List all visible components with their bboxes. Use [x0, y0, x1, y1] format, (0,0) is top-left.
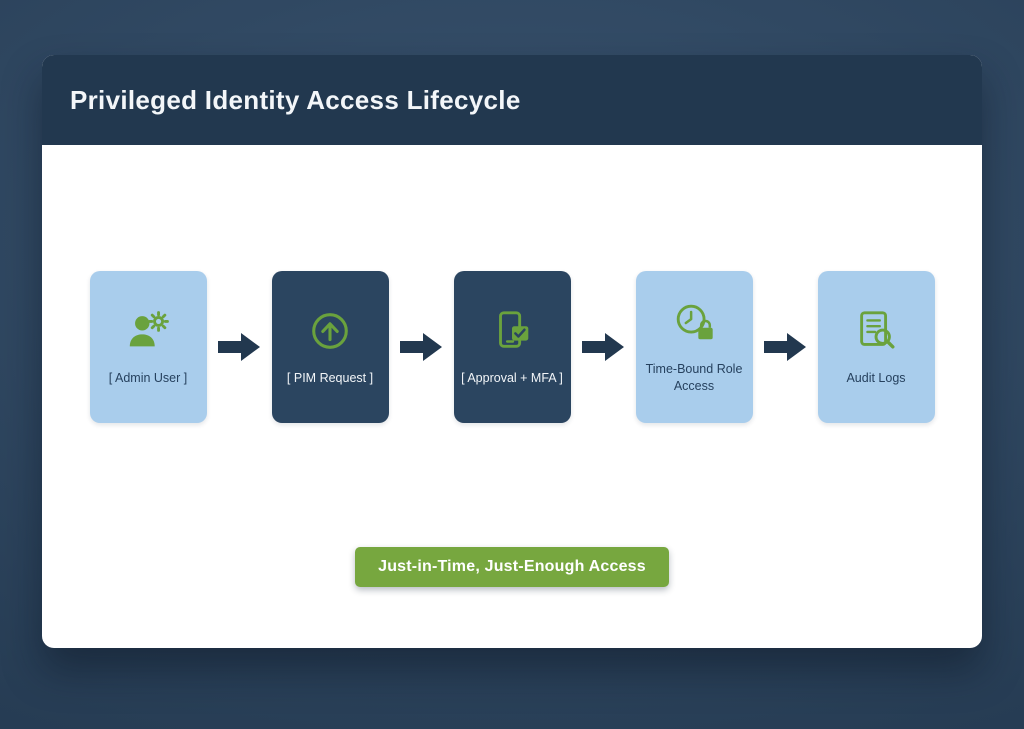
step-label: Time-Bound Role Access: [645, 362, 743, 393]
flow-row: [ Admin User ]: [42, 271, 982, 423]
arrow-right-icon: [207, 332, 272, 362]
clock-lock-icon: [671, 299, 717, 345]
flow-step-approval-mfa: [ Approval + MFA ]: [453, 271, 571, 423]
flow-step-audit-logs: Audit Logs: [817, 271, 935, 423]
arrow-right-icon: [571, 332, 636, 362]
arrow-right-icon: [389, 332, 454, 362]
upload-circle-icon: [307, 308, 353, 354]
flow-step-admin-user: [ Admin User ]: [89, 271, 207, 423]
card-body: [ Admin User ]: [42, 145, 982, 648]
step-label: Audit Logs: [846, 370, 906, 385]
phone-check-icon: [489, 308, 535, 354]
flow-step-time-bound-role-access: Time-Bound Role Access: [635, 271, 753, 423]
page-title: Privileged Identity Access Lifecycle: [70, 84, 521, 115]
admin-user-gear-icon: [125, 308, 171, 354]
step-label: [ Approval + MFA ]: [461, 370, 563, 385]
step-label: [ PIM Request ]: [286, 370, 374, 385]
jit-access-badge: Just-in-Time, Just-Enough Access: [355, 547, 669, 587]
card-header: Privileged Identity Access Lifecycle: [42, 55, 982, 145]
arrow-right-icon: [753, 332, 818, 362]
diagram-card: Privileged Identity Access Lifecycle: [42, 55, 982, 648]
step-label: [ Admin User ]: [108, 370, 188, 385]
document-magnifier-icon: [853, 308, 899, 354]
flow-step-pim-request: [ PIM Request ]: [271, 271, 389, 423]
